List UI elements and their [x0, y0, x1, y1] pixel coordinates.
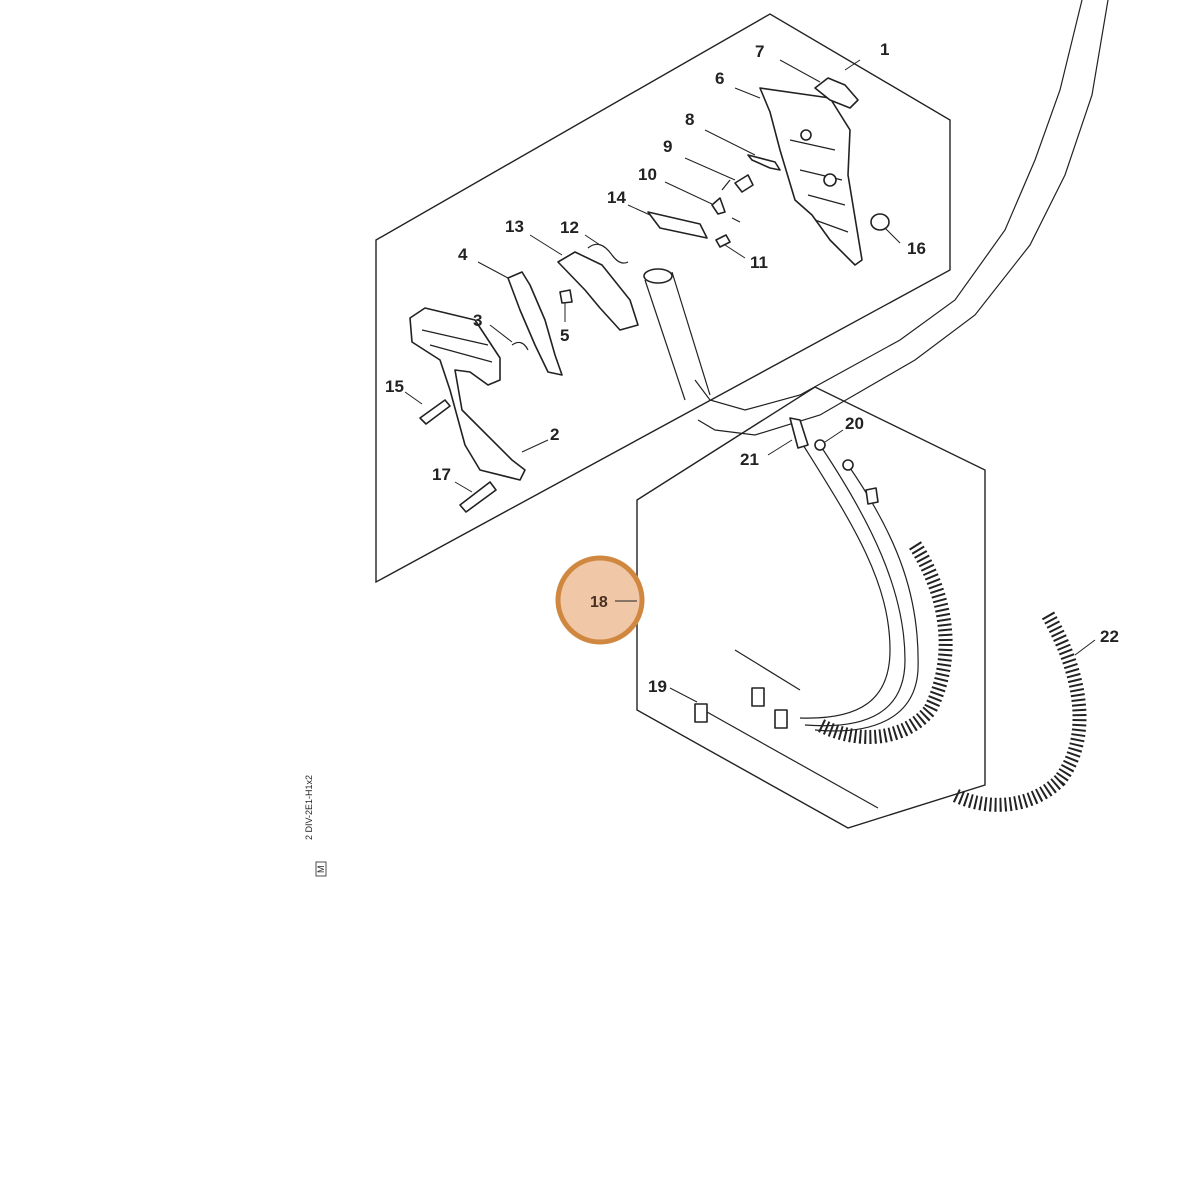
- wiring-harness-frame: [636, 386, 986, 829]
- drawing-code: 2 DIV-2E1-H1x2 M: [304, 775, 327, 877]
- part-label[interactable]: 14: [607, 188, 626, 207]
- conduit-22-part: [951, 611, 1087, 812]
- part-label[interactable]: 16: [907, 239, 926, 258]
- leader-lines: [404, 59, 1096, 703]
- switch-part: [734, 174, 754, 193]
- part-label[interactable]: 4: [458, 245, 468, 264]
- clip-part: [559, 289, 573, 304]
- wiring-harness-part: [734, 417, 919, 732]
- part-label[interactable]: 11: [750, 253, 768, 272]
- lockout-part: [507, 271, 563, 376]
- spring-part: [711, 197, 726, 215]
- part-label[interactable]: 20: [845, 414, 864, 433]
- part-label[interactable]: 8: [685, 110, 694, 129]
- part-labels: 1 2 3 4 5 6 7 8 9 10 11 12 13 14 15 16 1…: [385, 40, 1119, 696]
- part-label[interactable]: 17: [432, 465, 451, 484]
- part-label[interactable]: 5: [560, 326, 569, 345]
- torsion-spring-part: [587, 243, 629, 264]
- part-label[interactable]: 9: [663, 137, 672, 156]
- part-label[interactable]: 15: [385, 377, 404, 396]
- highlight-marker[interactable]: [555, 555, 645, 645]
- part-label[interactable]: 1: [880, 40, 889, 59]
- part-label[interactable]: 12: [560, 218, 579, 237]
- handle-housing-part: [759, 87, 863, 266]
- cap-part: [814, 77, 859, 109]
- part-label[interactable]: 6: [715, 69, 724, 88]
- part-label[interactable]: 13: [505, 217, 524, 236]
- pin-part: [715, 234, 731, 248]
- lever-part: [747, 154, 781, 171]
- svg-text:2 DIV-2E1-H1x2: 2 DIV-2E1-H1x2: [304, 775, 314, 840]
- cover-part: [647, 211, 708, 239]
- part-label[interactable]: 22: [1100, 627, 1119, 646]
- part-label[interactable]: 10: [638, 165, 657, 184]
- part-label[interactable]: 19: [648, 677, 667, 696]
- spring-3-part: [511, 341, 529, 351]
- handle-assembly-frame: [375, 13, 951, 584]
- part-label[interactable]: 3: [473, 311, 482, 330]
- screw-15-part: [419, 399, 451, 425]
- grip-part: [409, 307, 526, 481]
- screw-17-part: [459, 481, 497, 513]
- svg-text:M: M: [316, 866, 326, 874]
- cable-tie-part: [694, 703, 879, 809]
- part-label[interactable]: 7: [755, 42, 764, 61]
- coiled-conduit-part: [816, 541, 953, 744]
- nut-part: [870, 213, 890, 231]
- throttle-lever-part: [557, 251, 639, 331]
- part-label[interactable]: 21: [740, 450, 759, 469]
- shaft-tube: [643, 0, 1109, 436]
- part-label[interactable]: 2: [550, 425, 559, 444]
- part-label-highlighted[interactable]: 18: [590, 594, 608, 611]
